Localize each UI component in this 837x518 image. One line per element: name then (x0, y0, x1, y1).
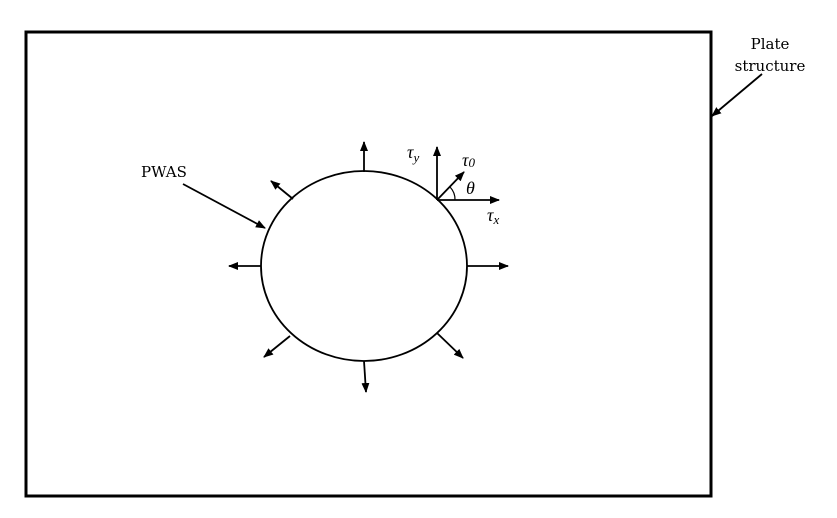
theta-angle-arc (449, 186, 456, 201)
plate-pointer-arrow (711, 73, 763, 117)
plate-structure (24, 30, 713, 498)
arrow-top-left (270, 180, 294, 200)
tau-0-label: τ0 (462, 150, 475, 170)
plate-label-line1: Plate (751, 35, 790, 53)
stress-components (433, 146, 500, 204)
tau-y-label: τy (407, 142, 419, 165)
arrow-bottom-left (263, 335, 291, 358)
radial-shear-arrows (228, 141, 509, 393)
theta-label: θ (466, 178, 475, 198)
tau-x-label: τx (487, 205, 499, 227)
plate-label-line2: structure (735, 57, 806, 75)
arrow-bottom (361, 360, 370, 393)
tau-0-arrow (436, 171, 465, 201)
pwas-label: PWAS (141, 163, 187, 181)
arrow-bottom-right (436, 332, 464, 359)
pwas-pointer-arrow (182, 183, 266, 229)
